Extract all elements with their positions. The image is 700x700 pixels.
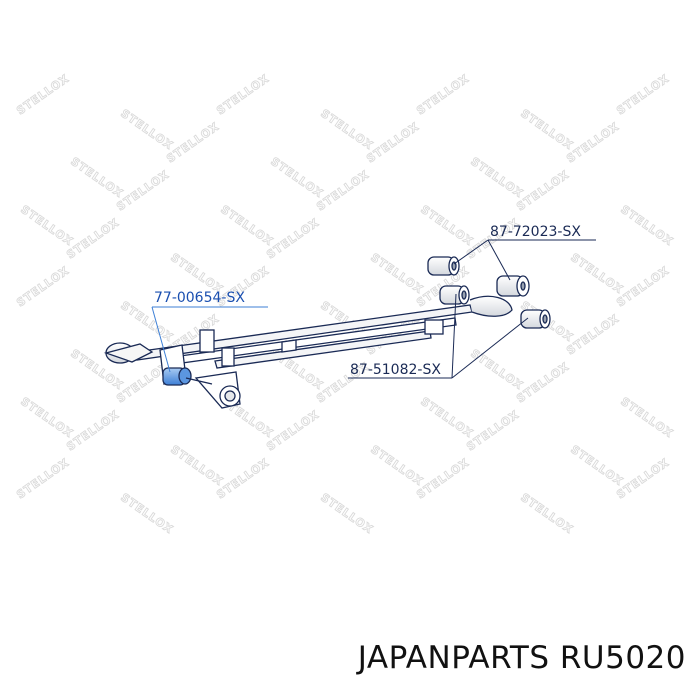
watermark-pattern: STELLOXSTELLOXSTELLOXSTELLOXSTELLOXSTELL… [14,71,676,537]
bushing-1 [427,256,460,276]
watermark-mark: STELLOX [468,347,525,393]
watermark-mark: STELLOX [118,491,175,537]
watermark-mark: STELLOX [318,491,375,537]
watermark-mark: STELLOX [318,107,375,153]
watermark-mark: STELLOX [468,155,525,201]
bushing-4 [520,309,551,329]
watermark-mark: STELLOX [214,72,271,118]
watermark-mark: STELLOX [268,155,325,201]
caption-part-number: JAPANPARTS RU5020 [357,640,686,676]
watermark-mark: STELLOX [118,107,175,153]
part-label-left: 77-00654-SX [154,290,245,306]
watermark-mark: STELLOX [614,72,671,118]
watermark-mark: STELLOX [414,72,471,118]
watermark-mark: STELLOX [618,395,675,441]
part-label-upper-right: 87-72023-SX [490,224,581,240]
watermark-mark: STELLOX [14,456,71,502]
watermark-mark: STELLOX [418,203,475,249]
watermark-mark: STELLOX [368,251,425,297]
watermark-mark: STELLOX [518,107,575,153]
bushing-2 [496,275,530,297]
watermark-mark: STELLOX [18,395,75,441]
watermark-mark: STELLOX [518,491,575,537]
watermark-mark: STELLOX [568,443,625,489]
watermark-mark: STELLOX [168,443,225,489]
watermark-mark: STELLOX [14,72,71,118]
watermark-mark: STELLOX [568,251,625,297]
watermark-mark: STELLOX [18,203,75,249]
loose-bushings [427,256,551,329]
bushing-3 [439,285,470,305]
watermark-mark: STELLOX [618,203,675,249]
watermark-mark: STELLOX [14,264,71,310]
watermark-mark: STELLOX [218,203,275,249]
leaf-spring [103,295,513,409]
watermark-mark: STELLOX [418,395,475,441]
watermark-mark: STELLOX [368,443,425,489]
part-label-lower-right: 87-51082-SX [350,362,441,378]
leader-lines [151,239,596,379]
watermark-mark: STELLOX [68,155,125,201]
